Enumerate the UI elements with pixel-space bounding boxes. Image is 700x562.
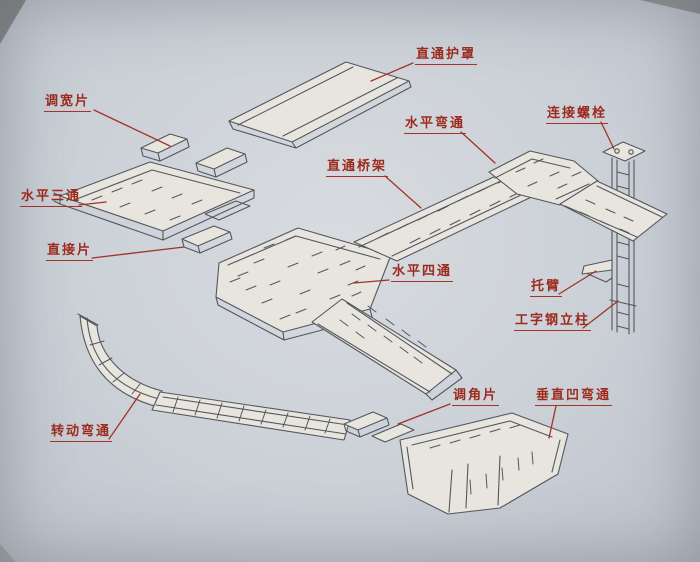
- leader-lines: [78, 62, 619, 440]
- label-direct-piece: 直接片: [46, 244, 94, 261]
- leader-horizontal-tee: [78, 201, 107, 206]
- leader-horizontal-bend: [460, 131, 496, 164]
- part-cover: [228, 61, 412, 149]
- part-direct-piece: [181, 225, 233, 254]
- label-straight-tray: 直通桥架: [326, 160, 389, 177]
- label-cover: 直通护罩: [415, 48, 478, 65]
- leader-rotating-bend: [108, 393, 141, 440]
- part-horizontal-tee: [53, 161, 255, 241]
- leader-direct-piece: [91, 246, 185, 259]
- part-lower-run: [311, 298, 463, 401]
- part-right-run: [559, 180, 668, 242]
- label-vertical-concave-bend: 垂直凹弯通: [535, 389, 613, 406]
- part-horizontal-bend: [488, 150, 599, 206]
- part-bottom-run: [151, 391, 351, 441]
- label-angle-piece: 调角片: [452, 389, 500, 406]
- photo-corner-shade: [0, 0, 26, 44]
- part-angle-piece: [343, 411, 415, 443]
- photo-corner-shade: [0, 544, 16, 562]
- leader-vertical-concave-bend: [548, 405, 557, 439]
- leader-angle-piece: [397, 403, 451, 425]
- leader-cover: [370, 62, 414, 82]
- part-rotating-bend: [77, 313, 163, 408]
- label-horizontal-cross: 水平四通: [391, 265, 454, 282]
- leader-width-adjust: [93, 109, 171, 147]
- label-horizontal-bend: 水平弯通: [404, 117, 467, 134]
- leader-bracket-arm: [558, 270, 597, 295]
- leader-horizontal-cross: [353, 279, 390, 284]
- leader-i-beam-column: [582, 300, 619, 329]
- leader-connecting-bolt: [600, 121, 615, 150]
- label-connecting-bolt: 连接螺栓: [546, 107, 609, 124]
- part-vertical-concave-bend: [399, 412, 569, 515]
- label-bracket-arm: 托臂: [530, 280, 563, 297]
- label-horizontal-tee: 水平三通: [20, 190, 83, 207]
- leader-straight-tray: [384, 175, 422, 209]
- part-bracket-arm: [581, 259, 613, 283]
- label-width-adjust: 调宽片: [44, 95, 92, 112]
- label-rotating-bend: 转动弯通: [50, 425, 113, 442]
- label-i-beam-column: 工字钢立柱: [514, 314, 592, 331]
- part-i-beam-column: [602, 141, 646, 335]
- photo-corner-shade: [640, 0, 700, 14]
